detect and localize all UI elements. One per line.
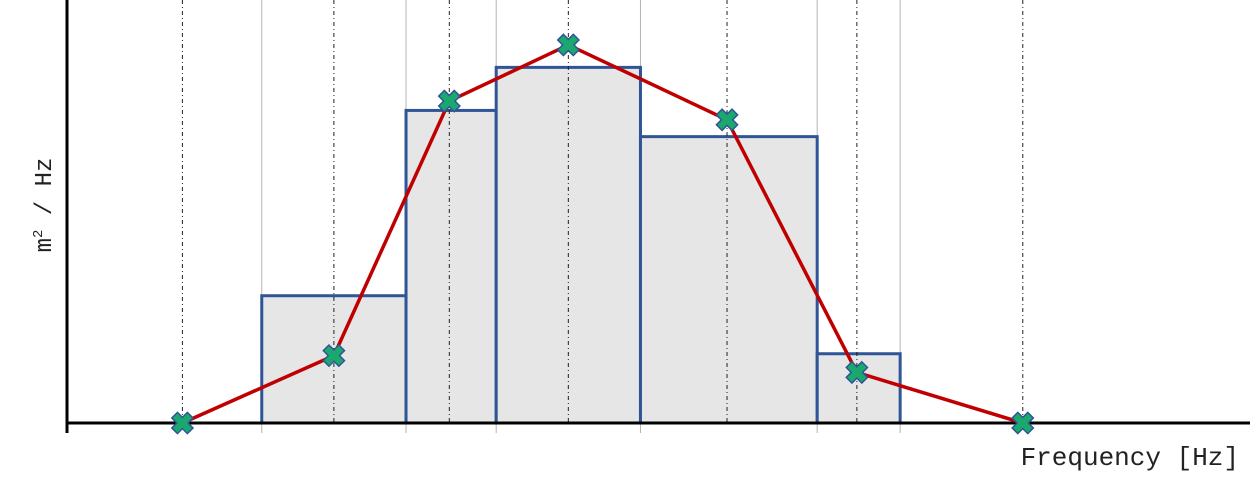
data-point-marker [1011, 411, 1035, 435]
data-point-marker [715, 108, 739, 132]
data-point-marker [170, 411, 195, 435]
x-marker-shape [170, 411, 195, 435]
y-axis-label-base: m [32, 238, 59, 252]
data-point-marker [556, 33, 580, 57]
x-axis-label: Frequency [Hz] [1021, 443, 1239, 473]
x-marker-shape [556, 33, 580, 57]
data-point-marker [437, 89, 461, 113]
series-group [170, 33, 1035, 435]
x-marker-shape [1011, 411, 1035, 435]
x-marker-shape [845, 360, 869, 385]
x-marker-shape [437, 89, 461, 113]
bars [260, 65, 902, 425]
axes [65, 0, 1250, 433]
y-axis-label: m2 / Hz [31, 158, 59, 253]
data-point-marker [845, 360, 869, 385]
data-point-marker [322, 343, 346, 368]
y-axis-label-rest: / Hz [32, 158, 59, 230]
x-marker-shape [322, 343, 346, 368]
x-marker-shape [715, 108, 739, 132]
histogram-bar-4 [638, 135, 819, 425]
y-axis-label-exp: 2 [31, 230, 47, 238]
histogram-bar-2 [404, 108, 498, 425]
